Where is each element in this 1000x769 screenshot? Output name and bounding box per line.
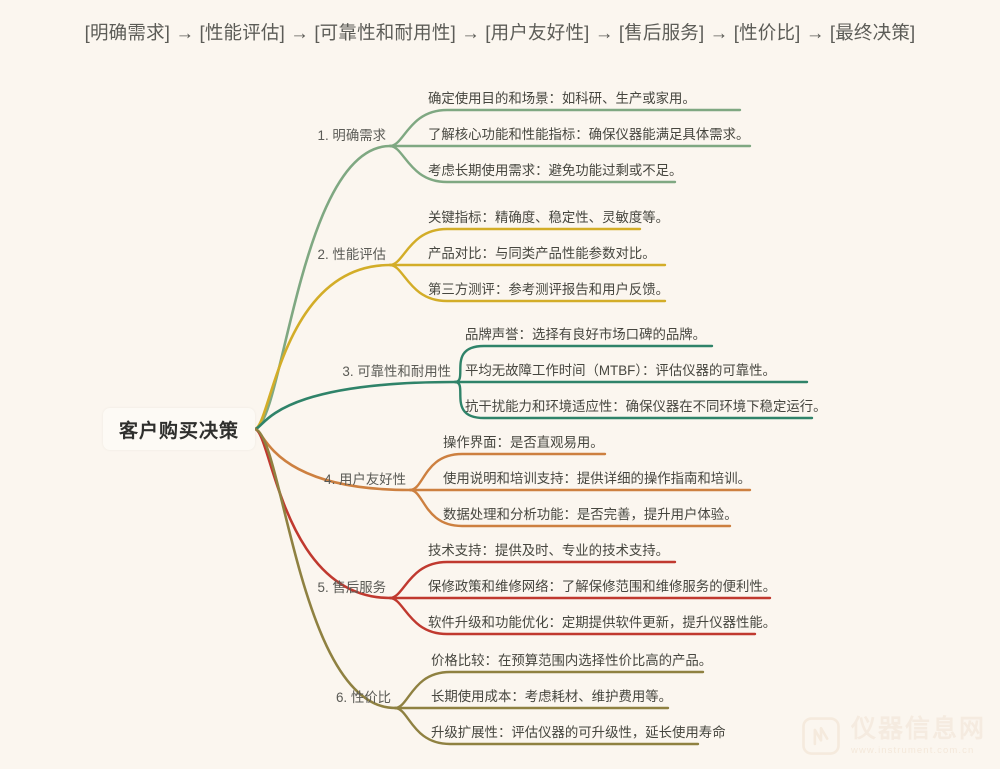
branch-label-3[interactable]: 3. 可靠性和耐用性 (342, 364, 451, 379)
watermark-text: 仪器信息网 www.instrument.com.cn (850, 714, 986, 756)
watermark-site-name: 仪器信息网 (850, 714, 986, 743)
leaf-label[interactable]: 保修政策和维修网络：了解保修范围和维修服务的便利性。 (428, 579, 777, 594)
leaf-label[interactable]: 技术支持：提供及时、专业的技术支持。 (428, 543, 670, 558)
leaf-label[interactable]: 考虑长期使用需求：避免功能过剩或不足。 (428, 163, 683, 178)
branch-trunk-1 (253, 144, 392, 431)
leaf-label[interactable]: 软件升级和功能优化：定期提供软件更新，提升仪器性能。 (428, 615, 777, 630)
branch-label-1[interactable]: 1. 明确需求 (317, 128, 386, 143)
branch-label-5[interactable]: 5. 售后服务 (317, 580, 386, 595)
watermark: 仪器信息网 www.instrument.com.cn (800, 715, 986, 757)
leaf-label[interactable]: 产品对比：与同类产品性能参数对比。 (428, 246, 656, 261)
branch-label-4[interactable]: 4. 用户友好性 (324, 472, 406, 487)
watermark-logo-icon (802, 717, 840, 755)
leaf-label[interactable]: 品牌声誉：选择有良好市场口碑的品牌。 (465, 327, 707, 342)
leaf-label[interactable]: 长期使用成本：考虑耗材、维护费用等。 (431, 689, 673, 704)
leaf-label[interactable]: 关键指标：精确度、稳定性、灵敏度等。 (428, 210, 670, 225)
branch-trunk-3 (253, 380, 457, 431)
branch-label-6[interactable]: 6. 性价比 (335, 690, 391, 705)
leaf-label[interactable]: 抗干扰能力和环境适应性：确保仪器在不同环境下稳定运行。 (465, 399, 827, 414)
leaf-label[interactable]: 第三方测评：参考测评报告和用户反馈。 (428, 282, 670, 297)
branch-trunk-2 (253, 263, 392, 431)
leaf-label[interactable]: 操作界面：是否直观易用。 (443, 435, 604, 450)
leaf-label[interactable]: 确定使用目的和场景：如科研、生产或家用。 (428, 91, 696, 106)
root-node[interactable]: 客户购买决策 (103, 408, 255, 450)
leaf-label[interactable]: 使用说明和培训支持：提供详细的操作指南和培训。 (443, 471, 751, 486)
leaf-label[interactable]: 升级扩展性：评估仪器的可升级性，延长使用寿命 (431, 725, 726, 740)
watermark-site-url: www.instrument.com.cn (850, 744, 975, 756)
branch-trunk-5 (253, 427, 392, 600)
leaf-label[interactable]: 数据处理和分析功能：是否完善，提升用户体验。 (443, 507, 738, 522)
leaf-label[interactable]: 价格比较：在预算范围内选择性价比高的产品。 (431, 653, 713, 668)
root-node-label: 客户购买决策 (118, 420, 239, 442)
leaf-label[interactable]: 了解核心功能和性能指标：确保仪器能满足具体需求。 (428, 127, 750, 142)
branch-label-2[interactable]: 2. 性能评估 (317, 247, 386, 262)
leaf-label[interactable]: 平均无故障工作时间（MTBF）：评估仪器的可靠性。 (465, 363, 776, 378)
process-path-header: [明确需求] → [性能评估] → [可靠性和耐用性] → [用户友好性] → … (84, 22, 916, 43)
